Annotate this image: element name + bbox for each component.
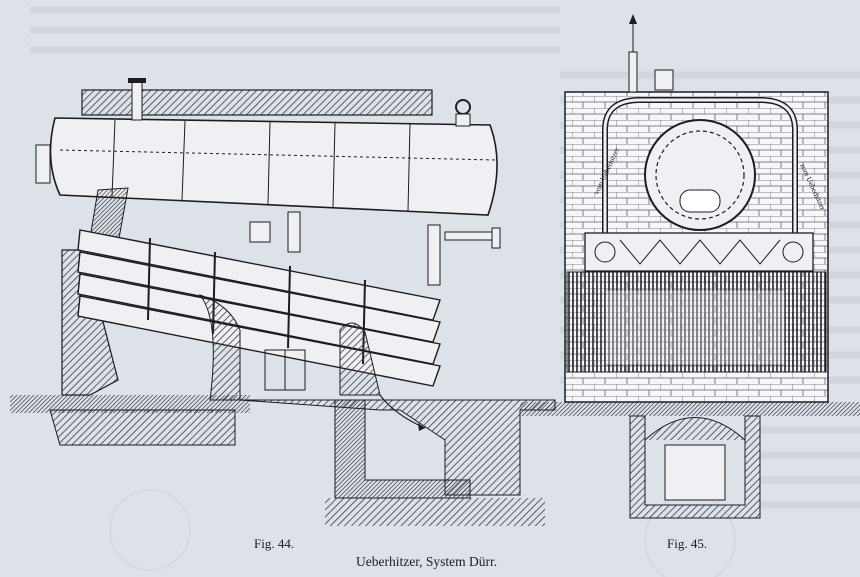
caption-fig-44: Fig. 44. (254, 536, 295, 551)
ground-right (520, 402, 860, 416)
rear-bridge (339, 322, 381, 396)
steam-drum (35, 78, 498, 216)
ash-pit (49, 409, 236, 446)
rear-pipes (249, 211, 501, 286)
drum-front (644, 119, 756, 231)
ash-pit-opening (664, 444, 726, 501)
caption-fig-45: Fig. 45. (667, 536, 708, 551)
main-title: Ueberhitzer, System Dürr. (356, 554, 498, 569)
ash-pit-arch (644, 417, 746, 441)
main-valve (654, 69, 674, 91)
header-chest (584, 232, 814, 272)
foundation-base (325, 498, 545, 526)
manhole (679, 189, 721, 213)
ash-pit-walls (629, 415, 761, 519)
steam-pipe (628, 51, 638, 93)
ground-left (10, 395, 250, 413)
tube-bank (566, 271, 827, 373)
